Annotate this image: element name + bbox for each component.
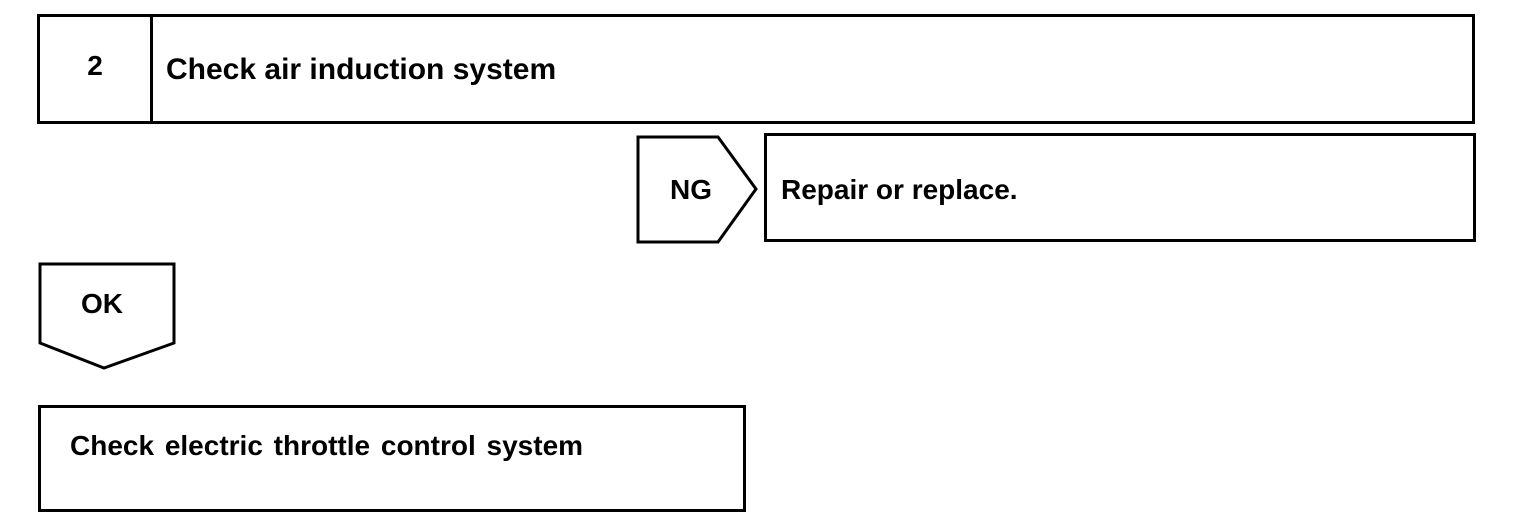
step-number: 2 xyxy=(40,17,153,121)
next-step-box: Check electric throttle control system xyxy=(38,405,746,512)
ng-result-box: Repair or replace. xyxy=(764,133,1476,242)
step-header-box: 2 Check air induction system xyxy=(37,14,1475,124)
next-step-text: Check electric throttle control system xyxy=(70,430,584,461)
ng-result-text: Repair or replace. xyxy=(781,174,1018,205)
ng-label: NG xyxy=(670,174,712,205)
ok-label: OK xyxy=(81,288,123,319)
step-title: Check air induction system xyxy=(166,53,557,86)
